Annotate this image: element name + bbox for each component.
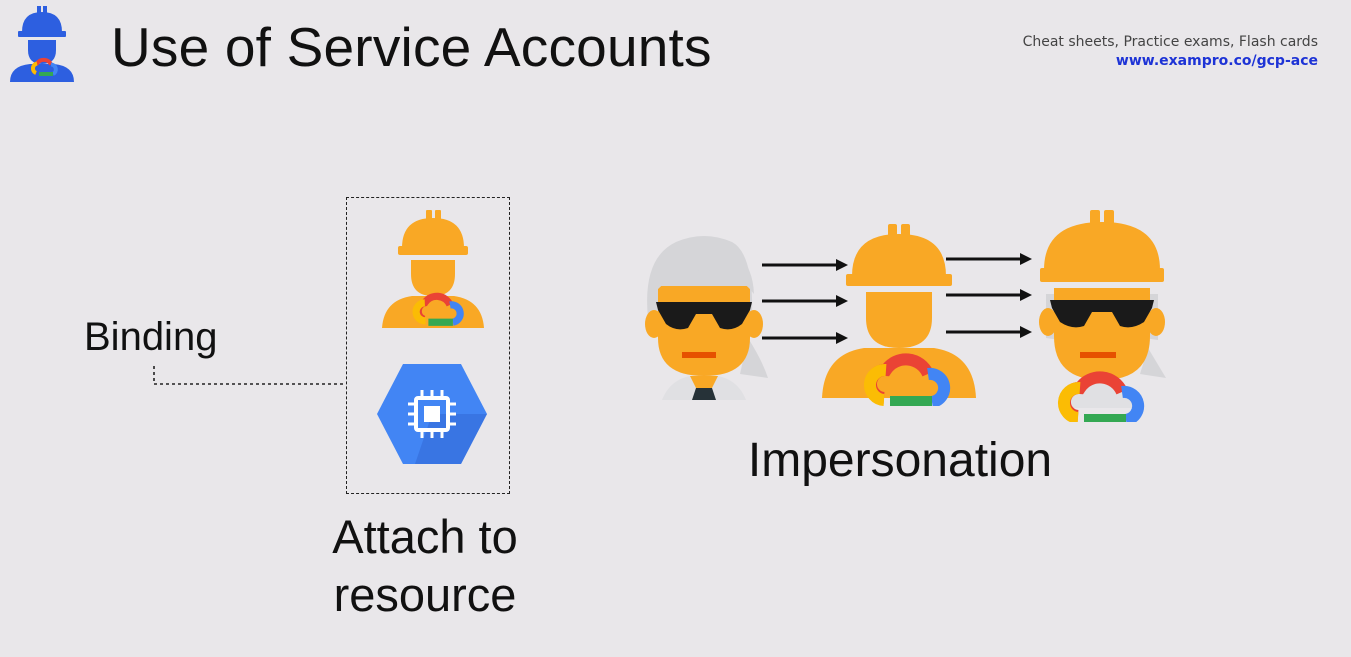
attach-caption-line1: Attach to (332, 510, 518, 563)
impersonated-user-icon (1039, 210, 1166, 422)
compute-engine-icon (377, 364, 487, 464)
promo-tagline: Cheat sheets, Practice exams, Flash card… (1022, 34, 1318, 50)
promo-block: Cheat sheets, Practice exams, Flash card… (1023, 33, 1318, 71)
promo-link[interactable]: www.exampro.co/gcp-ace (1115, 53, 1318, 69)
service-account-icon (822, 224, 976, 406)
user-sunglasses-icon (645, 236, 768, 400)
page-title: Use of Service Accounts (111, 16, 712, 78)
impersonation-arrows-left (762, 259, 848, 344)
attach-to-resource-caption: Attach to resource (300, 508, 550, 624)
impersonation-arrows-right (946, 253, 1032, 338)
binding-label: Binding (84, 315, 218, 359)
service-account-logo-icon (10, 6, 74, 82)
impersonation-label: Impersonation (747, 434, 1053, 487)
attach-caption-line2: resource (333, 568, 517, 621)
service-account-icon (382, 210, 484, 328)
resource-dashed-box (346, 197, 510, 494)
